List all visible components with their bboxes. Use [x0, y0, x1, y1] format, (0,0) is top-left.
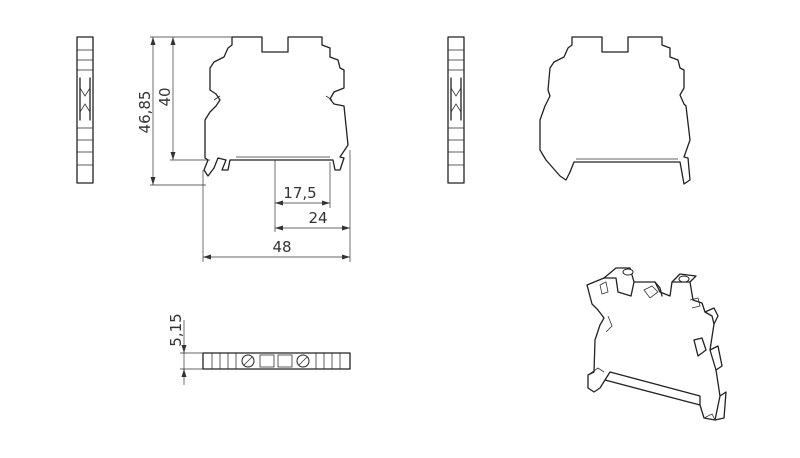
dim-thickness: 5,15	[167, 313, 203, 385]
dim-17-5-label: 17,5	[283, 184, 316, 202]
dim-overall-height-label: 46,85	[136, 91, 154, 134]
dim-24-label: 24	[308, 209, 327, 227]
side-view-right	[447, 36, 465, 184]
side-view-left	[76, 36, 94, 184]
front-view-dimensioned	[203, 36, 349, 177]
dim-inner-height: 40	[156, 37, 210, 161]
isometric-view	[586, 267, 727, 421]
dim-horizontal-group: 17,5 24 48	[202, 150, 351, 262]
front-view-plain	[539, 36, 691, 185]
dim-inner-height-label: 40	[156, 87, 174, 106]
screw-icon	[622, 268, 634, 276]
screw-icon	[678, 275, 690, 283]
top-view	[202, 352, 351, 370]
dim-thickness-label: 5,15	[167, 313, 185, 346]
dim-48-label: 48	[272, 238, 291, 256]
dim-overall-height: 46,85	[136, 36, 232, 186]
